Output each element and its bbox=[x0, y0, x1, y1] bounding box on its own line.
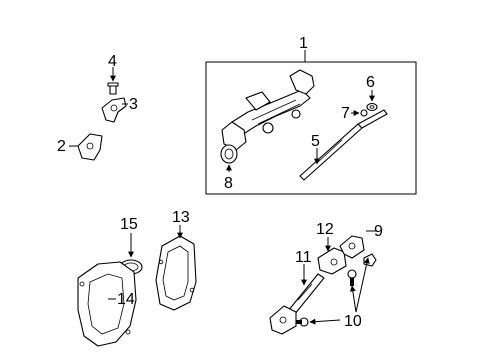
callout-13: 13 bbox=[172, 209, 190, 226]
callout-6: 6 bbox=[366, 74, 375, 91]
callout-3: 3 bbox=[129, 96, 138, 113]
callout-9: 9 bbox=[374, 223, 383, 240]
part-6-washer bbox=[366, 102, 378, 112]
leader-10a bbox=[349, 285, 357, 313]
part-5-shaft bbox=[299, 109, 388, 181]
part-4-bolt bbox=[107, 82, 119, 95]
callout-11: 11 bbox=[295, 249, 312, 266]
callout-8: 8 bbox=[224, 175, 233, 192]
callout-15: 15 bbox=[120, 216, 138, 233]
callout-14: 14 bbox=[117, 291, 135, 308]
assembly-frame bbox=[205, 61, 417, 195]
steering-column-tube bbox=[221, 69, 315, 151]
callout-10: 10 bbox=[344, 313, 362, 330]
leader-10b bbox=[355, 257, 370, 313]
part-3-bracket bbox=[101, 97, 127, 123]
callout-2: 2 bbox=[57, 138, 66, 155]
part-10-bolts bbox=[296, 269, 357, 327]
part-7-nut bbox=[360, 109, 368, 117]
part-14-boot-cover bbox=[77, 261, 137, 347]
callout-5: 5 bbox=[311, 133, 320, 150]
part-12-universal-joint bbox=[317, 235, 365, 275]
callout-7: 7 bbox=[341, 105, 350, 122]
callout-4: 4 bbox=[108, 53, 117, 70]
part-9-clip bbox=[363, 253, 377, 267]
part-11-lower-shaft bbox=[269, 273, 325, 335]
leader-10c bbox=[309, 318, 341, 325]
part-2-bracket bbox=[77, 133, 103, 161]
callout-1: 1 bbox=[299, 35, 308, 52]
callout-12: 12 bbox=[316, 221, 334, 238]
part-13-gasket bbox=[155, 235, 197, 311]
part-8-bushing bbox=[220, 144, 238, 164]
